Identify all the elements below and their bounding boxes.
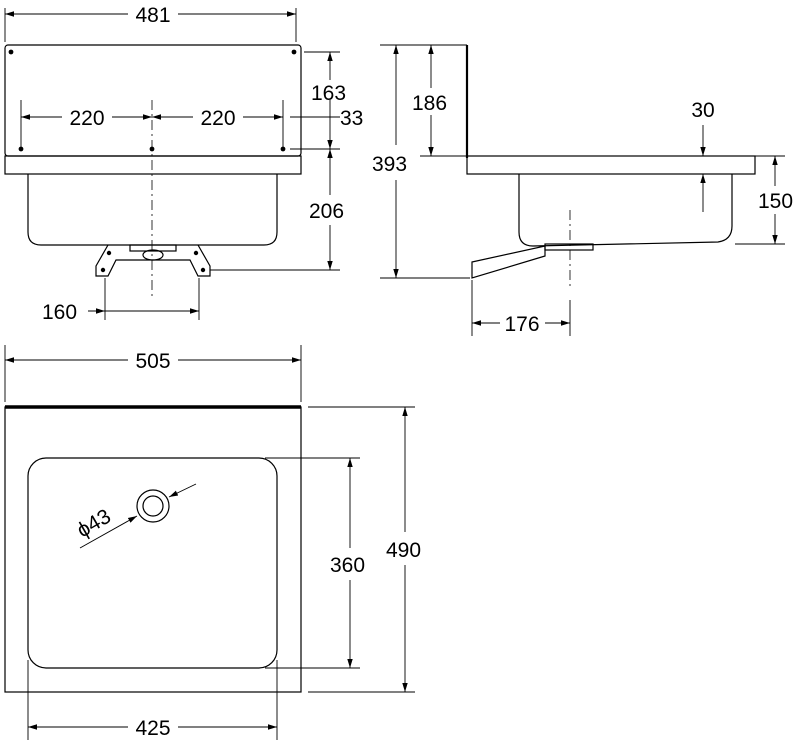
side-view: 393 186 30 150 176 [372,44,793,336]
front-backsplash [4,44,302,157]
dim-top-bowl-depth: 360 [330,554,365,577]
dim-hole-offset: 33 [340,107,363,130]
dim-bracket-width: 160 [42,301,77,324]
bracket-screw [106,250,112,256]
top-drain-inner [142,495,164,517]
dim-drain-diameter: ϕ43 [73,505,115,542]
front-bowl [27,174,278,246]
front-bracket [95,244,211,277]
side-bowl [518,174,733,247]
dim-top-depth: 490 [386,539,421,562]
dim-hole-spacing-left: 220 [69,107,104,130]
top-view: ϕ43 505 490 360 425 [4,345,421,740]
bracket-screw [100,267,106,273]
top-outline [4,406,302,693]
front-rim [4,155,302,175]
dim-top-bowl-width: 425 [135,717,170,740]
dim-front-bowl-depth: 206 [309,200,344,223]
top-drain-outer [136,489,170,523]
side-rim [466,155,756,175]
dim-front-width: 481 [135,4,170,27]
side-bracket [471,245,546,279]
dim-top-width: 505 [135,350,170,373]
bracket-screw [193,250,199,256]
dim-hole-spacing-right: 220 [200,107,235,130]
dim-side-bowl-depth: 150 [758,190,793,213]
dim-line [79,515,138,549]
dim-side-backsplash-height: 186 [412,92,447,115]
dim-rim-thickness: 30 [691,99,714,122]
dim-drain-offset: 176 [504,313,539,336]
mount-hole [8,49,14,55]
top-bowl [27,457,278,669]
mount-hole [291,49,297,55]
bracket-screw [200,267,206,273]
front-view: 481 220 220 163 33 206 160 [4,4,363,324]
dim-line [168,483,197,498]
dim-backsplash-height: 163 [311,82,346,105]
dim-total-height: 393 [372,153,407,176]
front-drain [129,244,177,252]
